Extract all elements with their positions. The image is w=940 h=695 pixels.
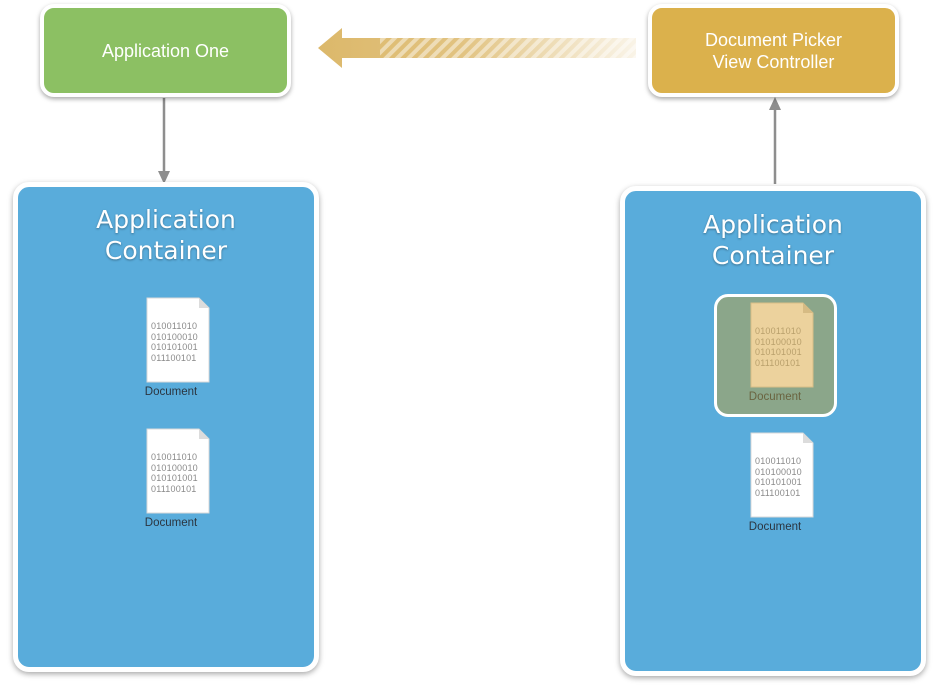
document-picker-node: Document Picker View Controller — [648, 4, 899, 97]
document-label: Document — [748, 391, 802, 403]
left-container-title: Application Container — [96, 205, 236, 265]
application-one-node: Application One — [40, 4, 291, 97]
document-icon — [750, 432, 814, 518]
document-icon — [146, 297, 210, 383]
transfer-arrow — [318, 28, 636, 68]
document-label: Document — [144, 386, 198, 398]
document-icon — [750, 302, 814, 388]
application-one-label: Application One — [101, 40, 230, 61]
right-container-title: Application Container — [703, 210, 843, 270]
document-icon — [146, 428, 210, 514]
arrow-container-to-picker — [769, 97, 781, 184]
picker-label-line1: Document Picker — [704, 29, 843, 50]
picker-label-line2: View Controller — [712, 51, 835, 72]
arrow-app-one-to-container — [158, 98, 170, 184]
document-label: Document — [748, 521, 802, 533]
document-label: Document — [144, 517, 198, 529]
